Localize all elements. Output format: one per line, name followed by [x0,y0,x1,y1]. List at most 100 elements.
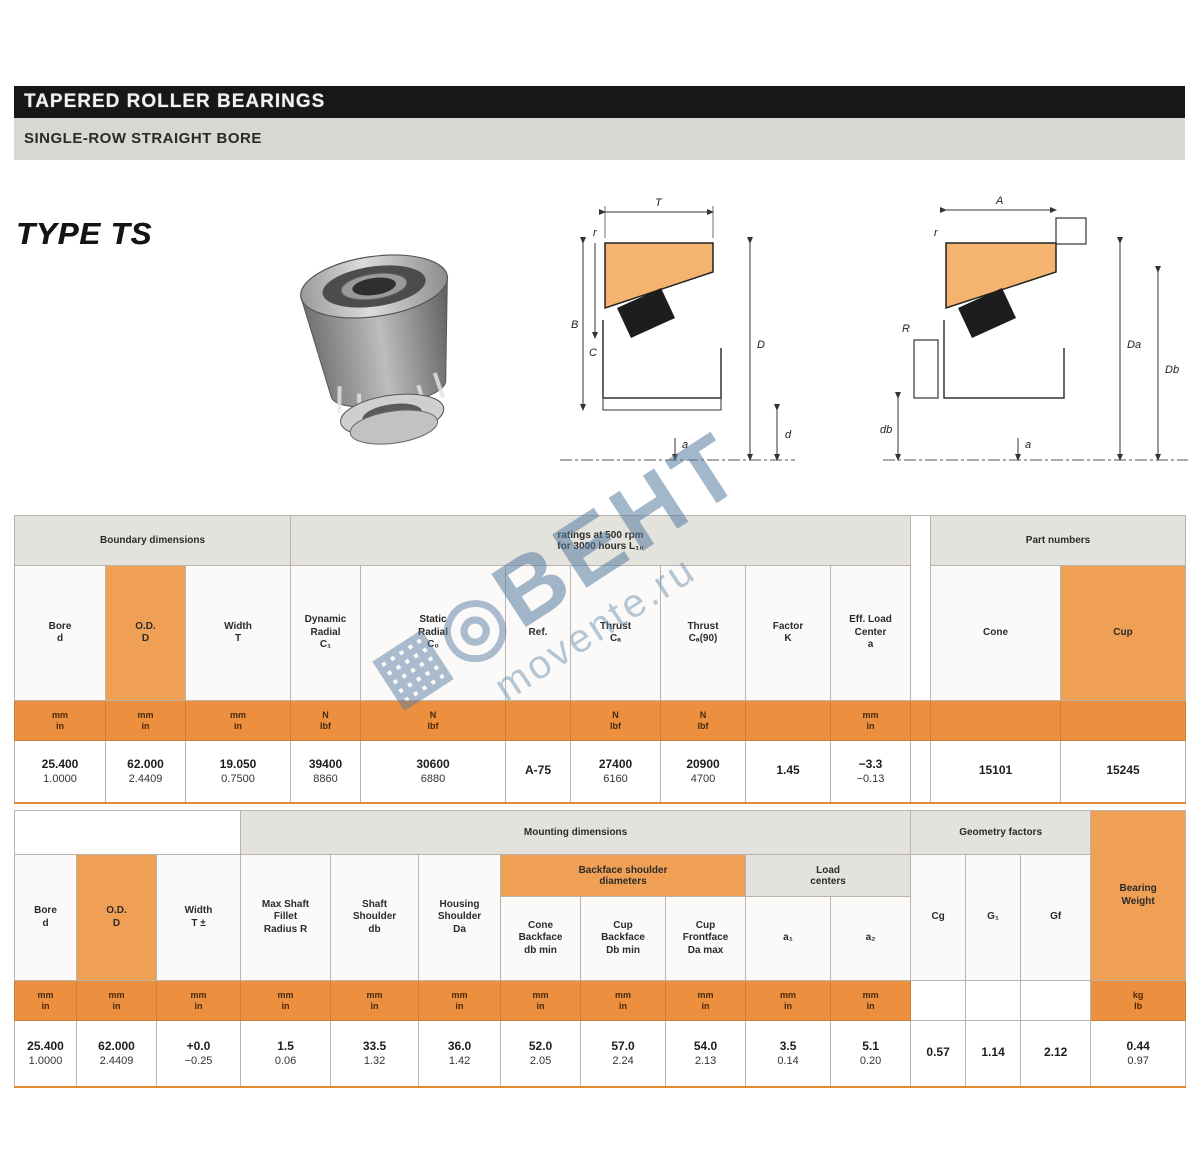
group-header-mounting-dimensions: Mounting dimensions [240,810,912,855]
unit-cell: mm in [418,980,502,1021]
data-cell-ref: A-75 [505,740,571,804]
dim-label-a: a [1025,439,1031,451]
column-header-a2: a₂ [830,896,912,981]
column-header-dynamic-radial: Dynamic Radial C₁ [290,565,361,701]
unit-cell [965,980,1022,1021]
data-cell-g1: 1.14 [965,1020,1022,1088]
group-header-ratings: ratings at 500 rpm for 3000 hours L₁₀ [289,515,912,566]
data-cell-cg: 0.57 [910,1020,967,1088]
unit-cell: mm in [76,980,157,1021]
cross-section-diagram-2: A r R Da Db db a [880,195,1188,461]
dim-label-T: T [655,197,663,209]
group-header-load-centers: Load centers [745,854,912,897]
column-header-cup: Cup [1060,565,1187,701]
cup-section [604,242,714,310]
unit-cell: mm in [185,700,291,741]
dim-label-R: R [902,323,910,335]
column-header-cone: Cone [930,565,1062,701]
cross-section-diagram-1: T B C D d a r [560,197,795,461]
cup-section [945,242,1057,310]
unit-cell: mm in [105,700,186,741]
subtitle-bar: SINGLE-ROW STRAIGHT BORE [14,118,1185,160]
group-header-part-numbers: Part numbers [930,515,1187,566]
table-gap [910,515,932,701]
column-header-factor-k: Factor K [745,565,831,701]
unit-cell: N lbf [570,700,661,741]
mounting-dimensions-table: Mounting dimensions Geometry factors Bea… [13,810,1187,1088]
dimensions-ratings-table: Boundary dimensions ratings at 500 rpm f… [14,515,1187,804]
dim-label-Db: Db [1165,364,1179,376]
column-header-housing-shoulder: Housing Shoulder Da [418,854,502,981]
column-header-width: Width T [185,565,291,701]
unit-cell: N lbf [360,700,506,741]
dim-label-D: D [757,339,765,351]
dim-label-C: C [589,347,597,359]
dim-label-d: d [785,429,792,441]
column-header-shaft-fillet: Max Shaft Fillet Radius R [240,854,332,981]
dim-label-Da: Da [1127,339,1141,351]
data-cell-factor-k: 1.45 [745,740,831,804]
column-header-static-radial: Static Radial C₀ [360,565,506,701]
dim-label-A: A [995,195,1003,207]
unit-cell [505,700,571,741]
data-cell-load-center: −3.3−0.13 [829,740,912,804]
unit-cell: N lbf [290,700,361,741]
data-cell-cup-number: 15245 [1060,740,1187,804]
unit-cell: mm in [155,980,242,1021]
column-header-thrust90: Thrust Cₐ(90) [660,565,746,701]
dim-label-r: r [934,227,939,239]
column-header-cg: Cg [910,854,967,981]
unit-cell: mm in [330,980,420,1021]
column-header-g1: G₁ [965,854,1022,981]
bearing-photo [300,254,449,445]
unit-cell [930,700,1062,741]
table-gap [910,740,932,804]
column-header-shaft-shoulder: Shaft Shoulder db [330,854,420,981]
unit-cell: mm in [580,980,667,1021]
unit-cell: mm in [830,980,912,1021]
column-header-bore: Bore d [14,565,106,701]
header-bar: TAPERED ROLLER BEARINGS [14,86,1185,118]
unit-cell [910,980,967,1021]
column-header-weight: Bearing Weight [1090,810,1187,981]
column-header-gf: Gf [1020,854,1092,981]
roller-section [958,288,1016,338]
column-header-od: O.D. D [105,565,186,701]
dim-label-r: r [593,227,598,239]
dim-label-a: a [682,439,688,451]
unit-cell [745,700,831,741]
unit-cell: kg lb [1090,980,1187,1021]
group-header-backface-shoulders: Backface shoulder diameters [500,854,747,897]
housing-shoulder [1055,217,1087,245]
column-header-width-tol: Width T ± [155,854,242,981]
unit-cell: mm in [240,980,332,1021]
dim-label-db: db [880,424,892,436]
shaft-shoulder [913,339,939,399]
group-header-boundary-dimensions: Boundary dimensions [14,515,291,566]
unit-cell: mm in [829,700,912,741]
data-cell-gf: 2.12 [1020,1020,1092,1088]
unit-cell [1060,700,1187,741]
table-gap [13,810,242,855]
unit-cell: N lbf [660,700,746,741]
type-heading: TYPE TS [16,216,153,251]
data-cell-width-tol: +0.0−0.25 [155,1020,242,1088]
column-header-a1: a₁ [745,896,832,981]
unit-cell [1020,980,1092,1021]
